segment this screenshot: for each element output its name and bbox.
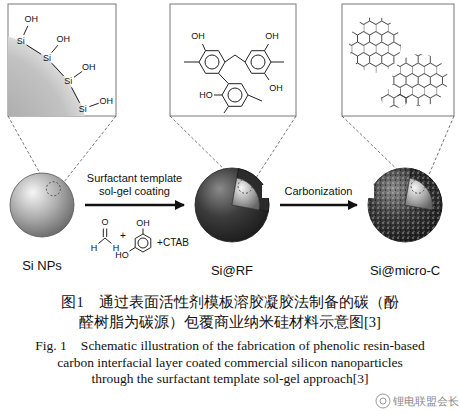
watermark: 锂电联盟会长 [393, 394, 455, 408]
particle-sphere [194, 167, 270, 243]
silicon-surface-inset-part-part [24, 26, 28, 35]
resin-structure-inset-part-part [265, 73, 270, 80]
particle-sphere-part [10, 173, 74, 237]
reagent-label: +CTAB [157, 238, 189, 248]
silicon-surface-inset-part-part [52, 45, 58, 53]
watermark-logo-part [376, 394, 390, 408]
resin-structure-inset-part-part [265, 44, 269, 51]
resin-structure-inset [170, 4, 296, 116]
hydroxyl-label: OH [265, 32, 279, 41]
plus-sign: + [120, 231, 126, 241]
resin-structure-inset-part-part [248, 95, 262, 101]
resin-structure-inset-part [184, 44, 284, 113]
carbon-structure-inset-part [349, 17, 401, 73]
chinese-caption: 图1 通过表面活性剂模板溶胶凝胶法制备的碳（酚醛树脂为碳源）包覆商业纳米硅材料示… [60, 292, 400, 332]
silicon-surface-inset-part-part [89, 103, 98, 106]
carbon-structure-inset-part [381, 88, 409, 108]
particle-sphere-part [195, 168, 269, 242]
hydroxyl-label: OH [25, 14, 39, 23]
particle-sphere [9, 172, 75, 238]
particle-label: Si NPs [22, 258, 62, 274]
particle-sphere-part [368, 168, 442, 242]
particle-node: Si@micro-C [367, 167, 443, 279]
reactant-structures-part [135, 234, 151, 252]
reactant-structures-part [130, 248, 136, 252]
resin-structure-inset-part-part [251, 55, 265, 69]
arrow-label: Surfactant template sol-gel coating [79, 172, 191, 198]
silicon-surface-inset [0, 4, 116, 270]
particle-sphere [367, 167, 443, 243]
hydroxyl-label: OH [100, 96, 114, 105]
particle-node: Si NPs [9, 172, 75, 274]
resin-structure-inset-part-part [245, 51, 271, 74]
resin-structure-inset-part-part [184, 62, 199, 63]
atom-label: Si [79, 105, 87, 114]
particle-sphere-part [405, 169, 442, 212]
silicon-surface-inset-part [24, 26, 99, 107]
resin-structure-inset-part-part [225, 55, 245, 62]
resin-structure-inset-part-part [199, 51, 225, 74]
hydroxyl-label: OH [269, 84, 283, 93]
atom-label: Si [64, 77, 72, 86]
particle-sphere-part [411, 179, 425, 193]
hydroxyl-label: OH [136, 219, 150, 228]
atom-label: Si [43, 54, 51, 63]
hydroxyl-label: OH [82, 62, 96, 71]
process-arrow [85, 204, 184, 207]
hydroxyl-label: HO [115, 251, 129, 260]
hydroxyl-label: OH [191, 32, 205, 41]
resin-structure-inset-part-part [222, 84, 248, 107]
reactant-structures-part [106, 229, 107, 238]
resin-structure-inset-part-part [228, 88, 242, 102]
particle-sphere-part [46, 182, 60, 196]
particle-label: Si@micro-C [370, 263, 440, 279]
resin-structure-inset-part-part [203, 44, 206, 51]
resin-structure-inset-part-part [271, 62, 284, 63]
watermark-logo [376, 394, 390, 408]
atom-label: H [91, 244, 98, 253]
particle-sphere-part [405, 169, 442, 212]
atom-label: O [101, 218, 108, 227]
resin-structure-inset-part [170, 4, 296, 116]
hydroxyl-label: OH [56, 35, 70, 44]
silicon-surface-inset-part-part [72, 87, 80, 102]
english-caption: Fig. 1 Schematic illustration of the fab… [35, 338, 425, 388]
watermark-logo-part [380, 398, 386, 404]
reactant-structures-part [103, 229, 104, 238]
silicon-surface-inset-part [8, 30, 90, 116]
reactant-structures [99, 229, 151, 253]
process-arrow [280, 204, 357, 207]
carbon-structure-inset [342, 4, 454, 116]
particle-sphere-part [238, 179, 252, 193]
particle-sphere-part [368, 168, 442, 242]
reactant-structures-part [143, 229, 144, 235]
resin-structure-inset-part-part [224, 106, 229, 113]
reactant-structures-part [105, 238, 112, 244]
particle-label: Si@RF [211, 263, 253, 279]
carbon-structure-inset-part [342, 4, 454, 116]
silicon-surface-inset-part-part [52, 63, 64, 76]
zoom-leader-lines-part [252, 116, 296, 184]
silicon-surface-inset-part-part [27, 45, 42, 54]
atom-label: Si [17, 37, 25, 46]
zoom-leader-lines-part [425, 116, 454, 184]
reactant-structures-part [138, 238, 148, 248]
particle-node: Si@RF [194, 167, 270, 279]
resin-structure-inset-part-part [205, 55, 219, 69]
hydroxyl-label: HO [199, 91, 213, 100]
silicon-surface-inset-part-part [74, 71, 82, 77]
particle-sphere-part [405, 178, 432, 210]
resin-structure-inset-part-part [219, 73, 229, 83]
particle-sphere-part [232, 178, 259, 210]
reactant-structures-part [99, 238, 106, 244]
arrow-label: Carbonization [262, 185, 374, 198]
resin-structure-inset-part-part [214, 95, 222, 96]
